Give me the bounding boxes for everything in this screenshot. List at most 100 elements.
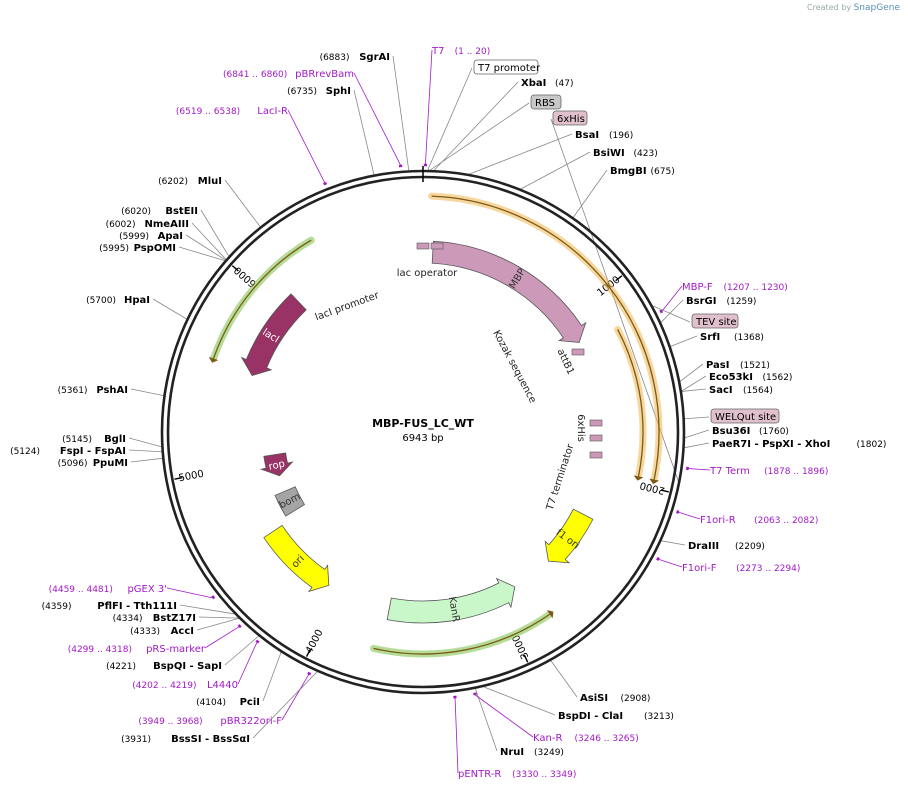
site-name: BsaI <box>575 130 599 141</box>
site-pos: (5999) <box>119 232 149 242</box>
ruler-tick <box>523 654 529 663</box>
feature-laci <box>240 293 307 376</box>
primer-range: (1 .. 20) <box>455 47 491 57</box>
leader-line <box>152 298 187 320</box>
leader-line <box>128 449 162 453</box>
site-pos: (4333) <box>130 627 160 637</box>
primer-name: T7 Term <box>709 466 750 477</box>
primer-leader <box>474 694 534 738</box>
site-name: ApaI <box>158 231 183 242</box>
primer-leader <box>454 698 459 774</box>
site-name: PpuMI <box>93 458 128 469</box>
site-pos: (4334) <box>113 614 143 624</box>
site-pos: (4104) <box>196 698 226 708</box>
leader-line <box>660 299 684 323</box>
primer-name: F1ori-F <box>682 563 717 574</box>
leader-line <box>198 616 239 619</box>
site-name: XbaI <box>521 78 546 89</box>
primer-name: LacI-R <box>257 106 288 117</box>
site-name: PaeR7I - PspXI - XhoI <box>712 439 830 450</box>
feature-kanr <box>386 577 516 624</box>
primer-name: pRS-marker <box>146 644 206 655</box>
leader-line <box>520 151 591 190</box>
site-pos: (5124) <box>10 447 40 457</box>
site-pos: (4221) <box>106 662 136 672</box>
primer-name: pBRrevBam <box>295 69 354 80</box>
primer-mark <box>211 595 216 600</box>
ruler-tick <box>174 476 183 480</box>
site-pos: (5995) <box>99 244 129 254</box>
site-pos: (5145) <box>62 435 92 445</box>
primer-leader <box>658 558 683 568</box>
boxed-feature <box>691 313 739 329</box>
leader-line <box>684 429 710 439</box>
site-name: SphI <box>326 86 351 97</box>
leader-line <box>252 671 318 739</box>
leader-line <box>224 179 261 227</box>
site-pos: (3931) <box>121 735 151 745</box>
primer-mark <box>307 671 312 676</box>
primer-mark <box>656 556 660 561</box>
primer-name: F1ori-R <box>700 515 736 526</box>
primer-mark <box>676 510 680 514</box>
site-pos: (1562) <box>763 373 793 383</box>
site-pos: (1564) <box>743 386 773 396</box>
feature-label: KanR <box>446 596 461 623</box>
orf-mbp-inner-head <box>633 475 644 481</box>
leader-line <box>178 246 225 262</box>
inner-label: 6xHis <box>575 414 586 442</box>
primer-range: (2063 .. 2082) <box>754 516 818 526</box>
leader-line <box>684 416 710 420</box>
leader-line <box>128 437 162 448</box>
inner-label: Kozak sequence <box>490 329 538 405</box>
site-pos: (3249) <box>534 748 564 758</box>
leader-line <box>427 67 473 171</box>
primer-name: L4440 <box>207 680 238 691</box>
leader-line <box>670 335 698 347</box>
leader-line <box>200 209 230 257</box>
site-pos: (423) <box>634 149 658 159</box>
site-name: BglI <box>104 434 126 445</box>
leader-line <box>185 234 226 261</box>
boxed-feature-label: RBS <box>535 98 555 109</box>
primer-leader <box>688 468 711 471</box>
boxed-feature <box>530 94 562 110</box>
leader-line <box>572 169 608 218</box>
ruler-tick-label: 5000 <box>178 469 205 485</box>
boxed-feature <box>710 408 780 424</box>
feature-f1-ori <box>544 508 594 564</box>
leader-line <box>475 688 498 752</box>
primer-leader <box>661 285 683 312</box>
orf-mbp-inner-glow <box>614 325 647 480</box>
leader-line <box>353 89 375 175</box>
site-pos: (5361) <box>58 386 88 396</box>
small-feature-mark <box>416 242 430 250</box>
primer-range: (6519 .. 6538) <box>176 107 240 117</box>
site-pos: (5096) <box>58 459 88 469</box>
orf-kanr-head <box>546 610 554 619</box>
boxed-feature-label: TEV site <box>695 317 737 328</box>
site-name: BsiWI <box>593 148 625 159</box>
primer-range: (1878 .. 1896) <box>764 467 828 477</box>
primer-mark <box>255 639 260 644</box>
site-pos: (5700) <box>86 296 116 306</box>
small-feature-mark <box>589 451 603 459</box>
site-name: BspDI - ClaI <box>558 711 623 722</box>
primer-name: pBR322ori-F <box>220 716 282 727</box>
orf-laci-head <box>208 356 219 363</box>
primer-mark <box>237 624 242 629</box>
primer-name: MBP-F <box>682 282 713 293</box>
leader-line <box>652 305 691 323</box>
leader-line <box>429 102 530 171</box>
site-name: SrfI <box>700 332 720 343</box>
site-pos: (2209) <box>735 542 765 552</box>
leader-line <box>483 686 556 716</box>
site-pos: (6020) <box>121 207 151 217</box>
site-pos: (196) <box>609 131 633 141</box>
inner-label: T7 terminator <box>544 442 576 513</box>
boxed-feature <box>473 59 539 75</box>
site-pos: (6002) <box>106 220 136 230</box>
leader-line <box>196 617 239 631</box>
site-name: SacI <box>709 385 733 396</box>
